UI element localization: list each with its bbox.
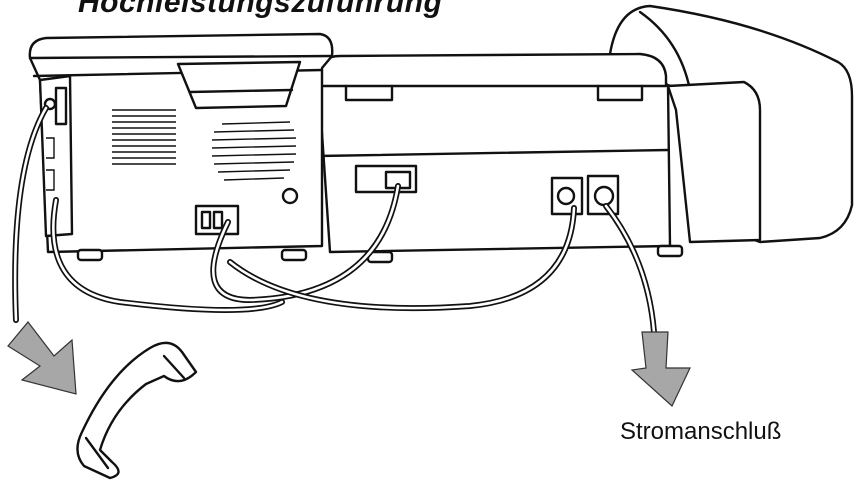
cables (12, 105, 657, 335)
middle-section (316, 52, 672, 254)
high-capacity-feeder (606, 4, 854, 244)
phone-handset-icon (76, 341, 198, 480)
diagram-title: Hochleistungszuführung (78, 0, 443, 19)
arrow-icon (7, 321, 77, 395)
power-connection-label: Stromanschluß (620, 418, 782, 445)
main-unit (28, 32, 684, 264)
arrow-icon (630, 331, 691, 407)
